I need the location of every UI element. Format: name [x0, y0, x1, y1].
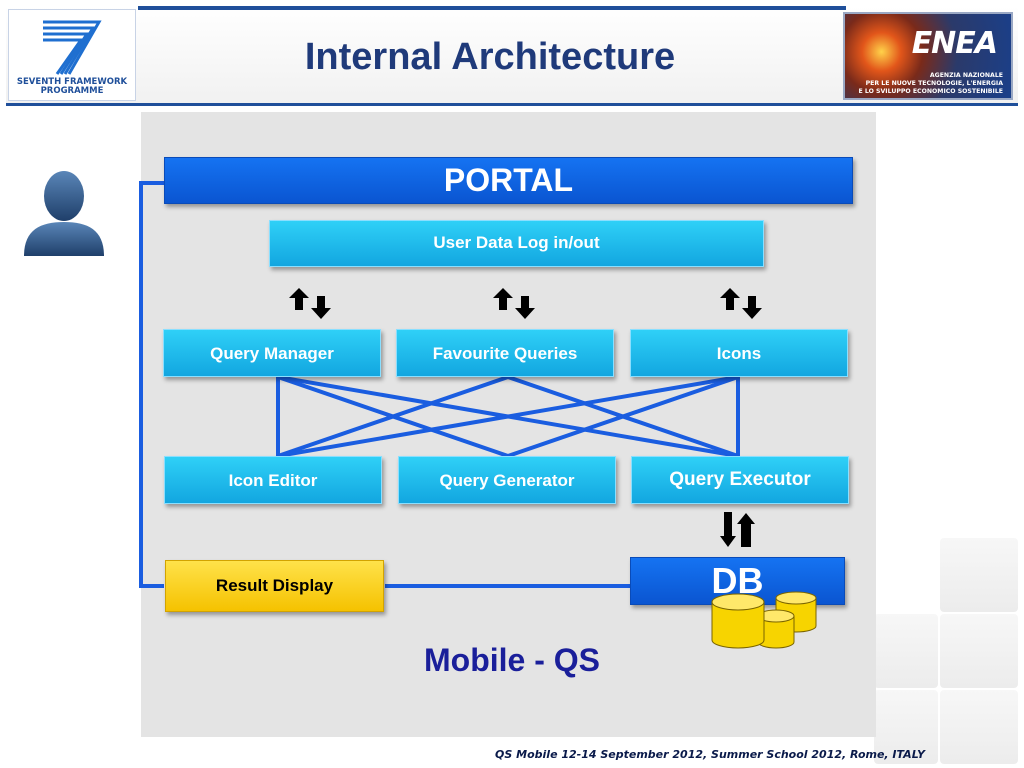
query-executor-box: Query Executor: [631, 456, 849, 504]
user-data-label: User Data Log in/out: [433, 233, 600, 252]
decorative-tile: [940, 690, 1018, 764]
fp7-logo: SEVENTH FRAMEWORK PROGRAMME: [8, 9, 136, 101]
portal-box: PORTAL: [164, 157, 853, 204]
query-manager-label: Query Manager: [210, 344, 334, 363]
icon-editor-label: Icon Editor: [228, 471, 318, 490]
user-data-box: User Data Log in/out: [269, 220, 764, 267]
enea-tagline-2: PER LE NUOVE TECNOLOGIE, L'ENERGIA: [865, 80, 1003, 87]
decorative-tile: [940, 614, 1018, 688]
query-generator-label: Query Generator: [439, 471, 575, 490]
query-manager-box: Query Manager: [163, 329, 381, 377]
favourite-queries-box: Favourite Queries: [396, 329, 614, 377]
mesh-line: [277, 375, 509, 458]
diagram-caption: Mobile - QS: [424, 642, 600, 678]
portal-result-connector: [139, 181, 164, 588]
decorative-tile: [874, 690, 938, 764]
header-rule: [138, 6, 846, 10]
enea-tagline-3: E LO SVILUPPO ECONOMICO SOSTENIBILE: [858, 88, 1003, 95]
result-display-label: Result Display: [215, 576, 334, 595]
icon-editor-box: Icon Editor: [164, 456, 382, 504]
fp7-caption-line1: SEVENTH FRAMEWORK: [16, 77, 128, 87]
database-cylinders-icon: [711, 591, 817, 649]
enea-logo: ENEA AGENZIA NAZIONALE PER LE NUOVE TECN…: [843, 12, 1013, 100]
enea-tagline-1: AGENZIA NAZIONALE: [929, 72, 1003, 79]
footer-text: QS Mobile 12-14 September 2012, Summer S…: [495, 748, 925, 761]
icons-label: Icons: [716, 344, 762, 363]
query-executor-label: Query Executor: [669, 469, 811, 490]
up-down-arrows-icon: [720, 288, 762, 319]
result-display-box: Result Display: [165, 560, 384, 612]
mesh-line: [507, 375, 739, 458]
page-title: Internal Architecture: [304, 36, 676, 78]
fp7-seven-icon: [43, 20, 102, 75]
up-down-arrows-icon: [289, 288, 331, 319]
portal-label: PORTAL: [443, 162, 574, 198]
decorative-tile: [874, 614, 938, 688]
enea-wordmark: ENEA: [911, 26, 998, 61]
mesh-line: [277, 375, 739, 458]
decorative-tile: [940, 538, 1018, 612]
up-down-arrows-icon: [493, 288, 535, 319]
user-silhouette-icon: [24, 171, 104, 256]
fp7-caption-line2: PROGRAMME: [40, 86, 104, 96]
icons-box: Icons: [630, 329, 848, 377]
favourite-queries-label: Favourite Queries: [432, 344, 578, 363]
query-generator-box: Query Generator: [398, 456, 616, 504]
down-up-arrows-icon: [720, 512, 755, 547]
